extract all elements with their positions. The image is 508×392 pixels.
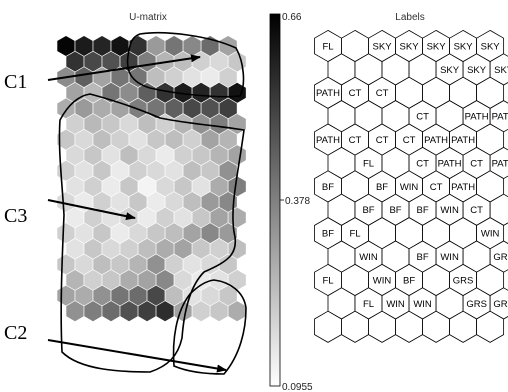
hex-label-text: BF <box>322 182 334 193</box>
hex-label-text: SKY <box>467 65 487 76</box>
umatrix-hex-grid <box>56 35 247 322</box>
hex-label-text: GRS <box>466 299 487 310</box>
hex-label-text: FL <box>322 41 333 52</box>
labels-title: Labels <box>395 12 424 23</box>
cluster-outline-c1 <box>126 31 245 98</box>
hex-label-text: CT <box>430 182 443 193</box>
hex-label-text: SKY <box>481 41 501 52</box>
hex-label-text: GRS <box>493 252 508 263</box>
hex-label-text: BF <box>376 182 388 193</box>
hex-label-text: BF <box>416 205 428 216</box>
hex-label-text: WIN <box>359 252 378 263</box>
hex-label-text: BF <box>362 205 374 216</box>
hex-label-text: SKY <box>440 65 460 76</box>
labels-panel: Labels FL SKY SKY SKY SKY SKY SKY SKY SKY PATH CT C… <box>314 12 508 343</box>
cluster-outline-c2 <box>172 279 247 375</box>
hex-label-text: CT <box>470 205 483 216</box>
hex-label-text: BF <box>403 275 415 286</box>
hex-label-text: GRS <box>453 275 474 286</box>
hex-label-text: PATH <box>316 135 340 146</box>
hex-label-text: CT <box>416 112 429 123</box>
hex-label-text: WIN <box>373 275 392 286</box>
cluster-label-c2: C2 <box>4 322 27 344</box>
label-hex <box>476 310 505 343</box>
hex-label-text: WIN <box>440 205 459 216</box>
umatrix-title: U-matrix <box>129 12 167 23</box>
hex-label-text: CT <box>349 135 362 146</box>
hex-label-text: BF <box>389 205 401 216</box>
hex-label-text: PATH <box>316 88 340 99</box>
colorbar: 0.66 0.378 0.0955 <box>269 12 313 392</box>
hex-label-text: CT <box>416 158 429 169</box>
arrow-c2 <box>47 339 227 373</box>
hex-label-text: WIN <box>413 299 432 310</box>
hex-label-text: PATH <box>438 158 462 169</box>
hex-label-text: FL <box>363 299 374 310</box>
colorbar-gradient <box>269 13 281 387</box>
hex-label-text: PATH <box>465 112 489 123</box>
hex-label-text: SKY <box>400 41 420 52</box>
hex-label-text: SKY <box>454 41 474 52</box>
colorbar-mid-label: 0.378 <box>285 196 310 207</box>
hex-label-text: WIN <box>440 252 459 263</box>
umatrix-panel: U-matrix C1 C3 C2 <box>4 12 247 375</box>
hex-label-text: CT <box>403 135 416 146</box>
cluster-label-c1: C1 <box>4 71 27 93</box>
hex-label-text: FL <box>349 229 360 240</box>
hex-label-text: CT <box>349 88 362 99</box>
hex-label-text: PATH <box>451 182 475 193</box>
hex-label-text: SKY <box>427 41 447 52</box>
hex-label-text: SKY <box>373 41 393 52</box>
hex-label-text: CT <box>470 158 483 169</box>
arrow-c3 <box>47 199 136 221</box>
hex-label-text: PATH <box>451 135 475 146</box>
hex-label-text: WIN <box>481 229 500 240</box>
hex-label-text: PATH <box>492 158 508 169</box>
colorbar-max-label: 0.66 <box>282 12 302 23</box>
hex-label-text: FL <box>322 275 333 286</box>
hex-label-text: SKY <box>494 65 508 76</box>
hex-label-text: PATH <box>424 135 448 146</box>
label-hex-grid: FL SKY SKY SKY SKY SKY SKY SKY SKY PATH CT CT CT PATH… <box>314 29 508 343</box>
arrow-c1 <box>47 54 201 81</box>
hex-label-text: WIN <box>400 182 419 193</box>
hex-label-text: CT <box>376 135 389 146</box>
hex-label-text: BF <box>322 229 334 240</box>
hex-label-text: PATH <box>492 112 508 123</box>
hex-label-text: BF <box>416 252 428 263</box>
colorbar-min-label: 0.0955 <box>282 382 313 392</box>
hex-label-text: WIN <box>386 299 405 310</box>
hex-label-text: CT <box>376 88 389 99</box>
hex-label-text: GRS <box>493 299 508 310</box>
cluster-outline-c3 <box>58 93 245 373</box>
cluster-label-c3: C3 <box>4 205 27 227</box>
hex-label-text: FL <box>363 158 374 169</box>
